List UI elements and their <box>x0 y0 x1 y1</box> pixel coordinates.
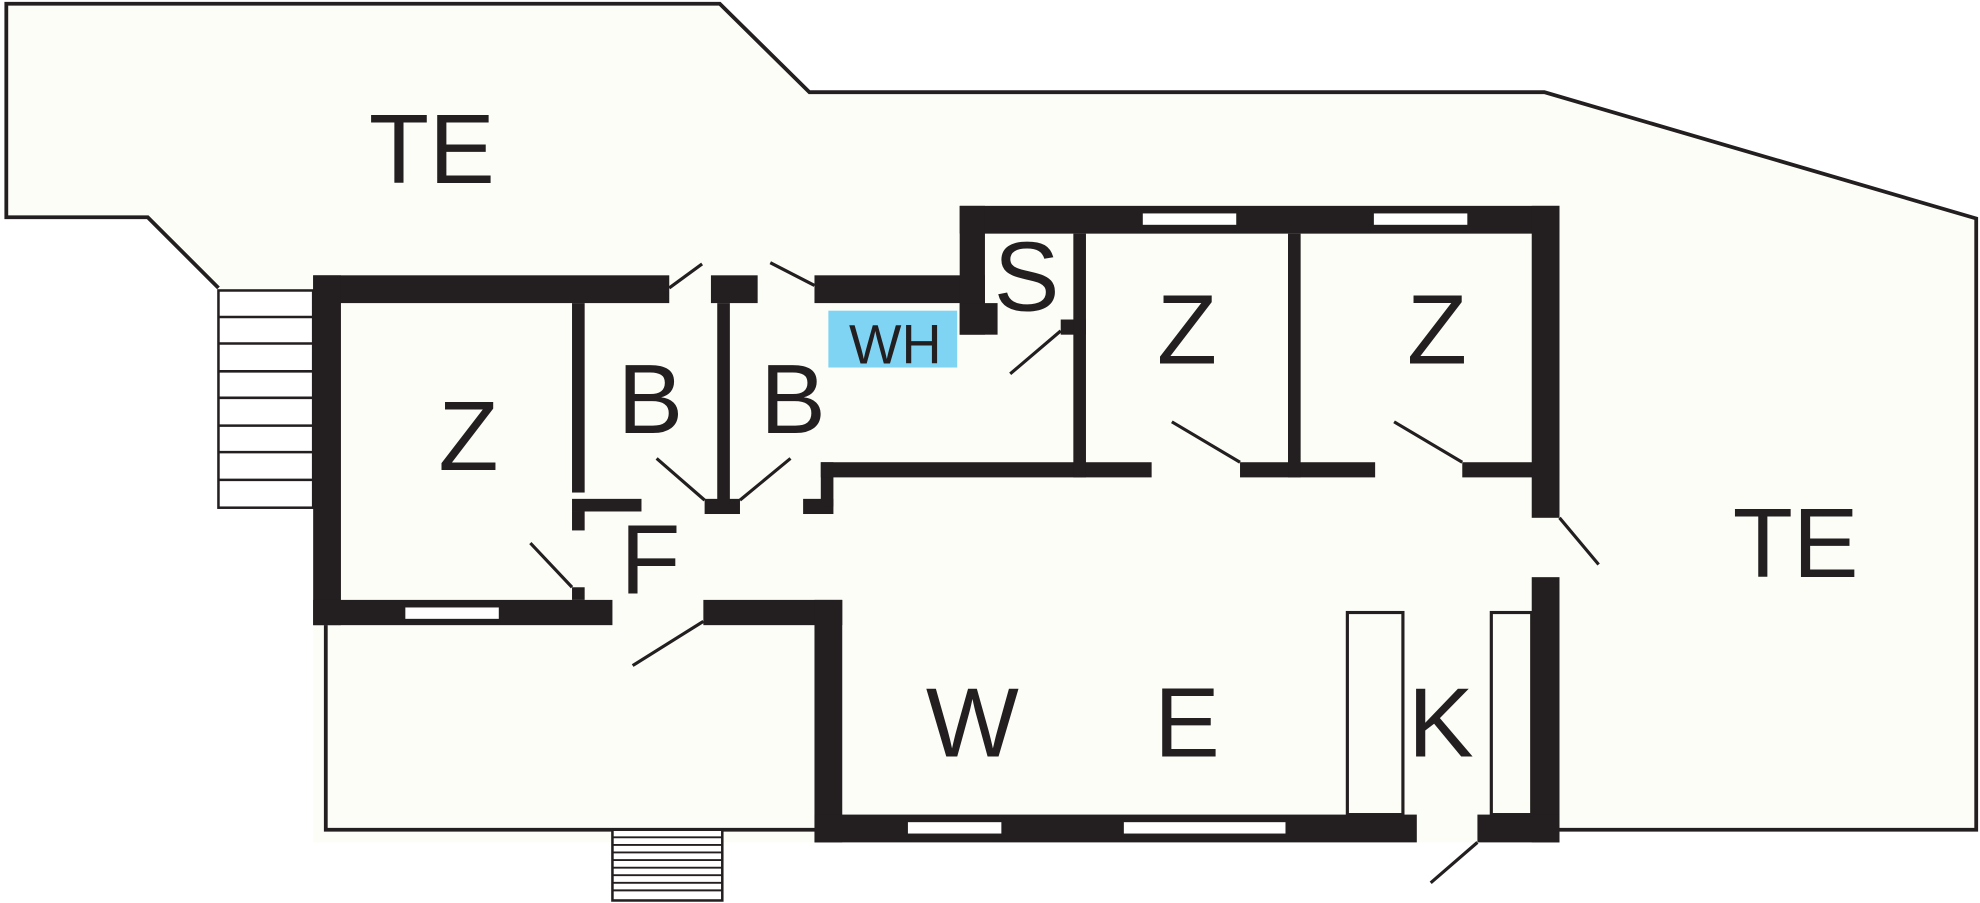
water-heater-highlight <box>828 310 958 368</box>
stairs-left <box>217 289 315 509</box>
label-kitchen: K <box>1408 667 1474 777</box>
door-swings <box>529 261 1600 884</box>
label-bedroom-mid: Z <box>1157 275 1217 385</box>
label-bath-2: B <box>760 344 826 454</box>
terrace-outline <box>4 1 1979 832</box>
label-storage: S <box>994 222 1060 332</box>
label-water-heater: WH <box>849 314 942 376</box>
label-bath-1: B <box>617 344 683 454</box>
stairs-bottom <box>611 828 724 902</box>
windows <box>402 210 1470 837</box>
kitchen-counter-left <box>1345 610 1405 817</box>
label-hall: F <box>620 505 680 615</box>
label-bedroom-left: Z <box>438 381 498 491</box>
label-terrace-top: TE <box>369 94 495 204</box>
label-dining: E <box>1154 667 1220 777</box>
walls <box>313 205 1560 843</box>
label-terrace-right: TE <box>1733 488 1859 598</box>
kitchen-counter-right <box>1489 610 1534 817</box>
label-living: W <box>926 667 1019 777</box>
label-bedroom-right: Z <box>1407 275 1467 385</box>
lower-terrace-floor <box>325 625 819 830</box>
